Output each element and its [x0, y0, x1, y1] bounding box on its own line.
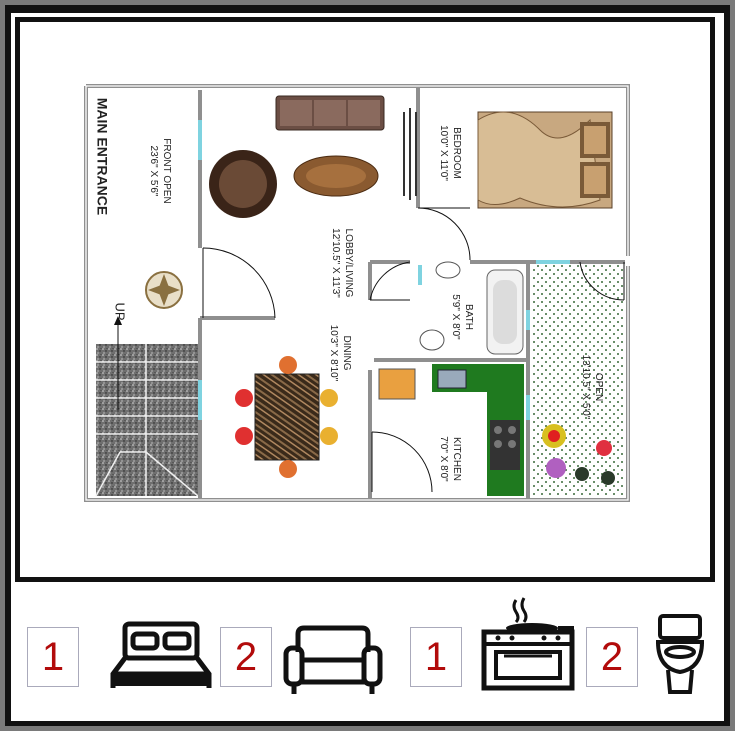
- room-label-dining: DINING 10'3" X 8'10": [327, 293, 353, 413]
- main-entrance-label: MAIN ENTRANCE: [94, 97, 111, 216]
- kitchen-count: 1: [410, 627, 462, 687]
- bath-sink: [435, 261, 461, 279]
- room-name: KITCHEN: [451, 437, 462, 481]
- bedroom-count: 1: [27, 627, 79, 687]
- open-area-floor: [533, 262, 623, 496]
- staircase: [96, 344, 198, 496]
- dining-table: [254, 373, 320, 461]
- room-label-bedroom: BEDROOM 10'0" X 11'0": [437, 103, 463, 203]
- bathroom-count: 2: [586, 627, 638, 687]
- room-name: FRONT OPEN: [161, 138, 172, 204]
- bed-icon: [105, 612, 217, 701]
- room-dims: 23'6" X 5'6": [148, 145, 159, 197]
- sofa-icon: [282, 622, 384, 703]
- room-dims: 10'0" X 11'0": [438, 125, 449, 181]
- room-name: OPEN: [593, 372, 604, 402]
- stove-icon: [480, 596, 576, 697]
- wardrobe: [403, 108, 417, 200]
- bath-toilet: [419, 329, 445, 351]
- room-dims: 7'0" X 8'0": [438, 436, 449, 482]
- room-dims: 13'10.5" X 5'0": [580, 354, 591, 420]
- plants: [542, 424, 615, 485]
- toilet-icon: [652, 612, 708, 703]
- room-label-front-open: FRONT OPEN 23'6" X 5'6": [147, 121, 173, 221]
- stairs-up-label: UP: [112, 302, 128, 321]
- room-dims: 10'3" X 8'10": [328, 324, 339, 382]
- room-name: DINING: [341, 335, 352, 371]
- room-label-open: OPEN 13'10.5" X 5'0": [579, 337, 605, 437]
- kitchen-fridge: [378, 368, 416, 400]
- room-name: BEDROOM: [451, 127, 462, 179]
- room-label-kitchen: KITCHEN 7'0" X 8'0": [437, 419, 463, 499]
- room-dims: 5'9" X 8'0": [450, 294, 461, 340]
- living-count: 2: [220, 627, 272, 687]
- dining-chairs: [235, 356, 338, 478]
- room-name: BATH: [463, 304, 474, 330]
- room-label-bath: BATH 5'9" X 8'0": [449, 277, 475, 357]
